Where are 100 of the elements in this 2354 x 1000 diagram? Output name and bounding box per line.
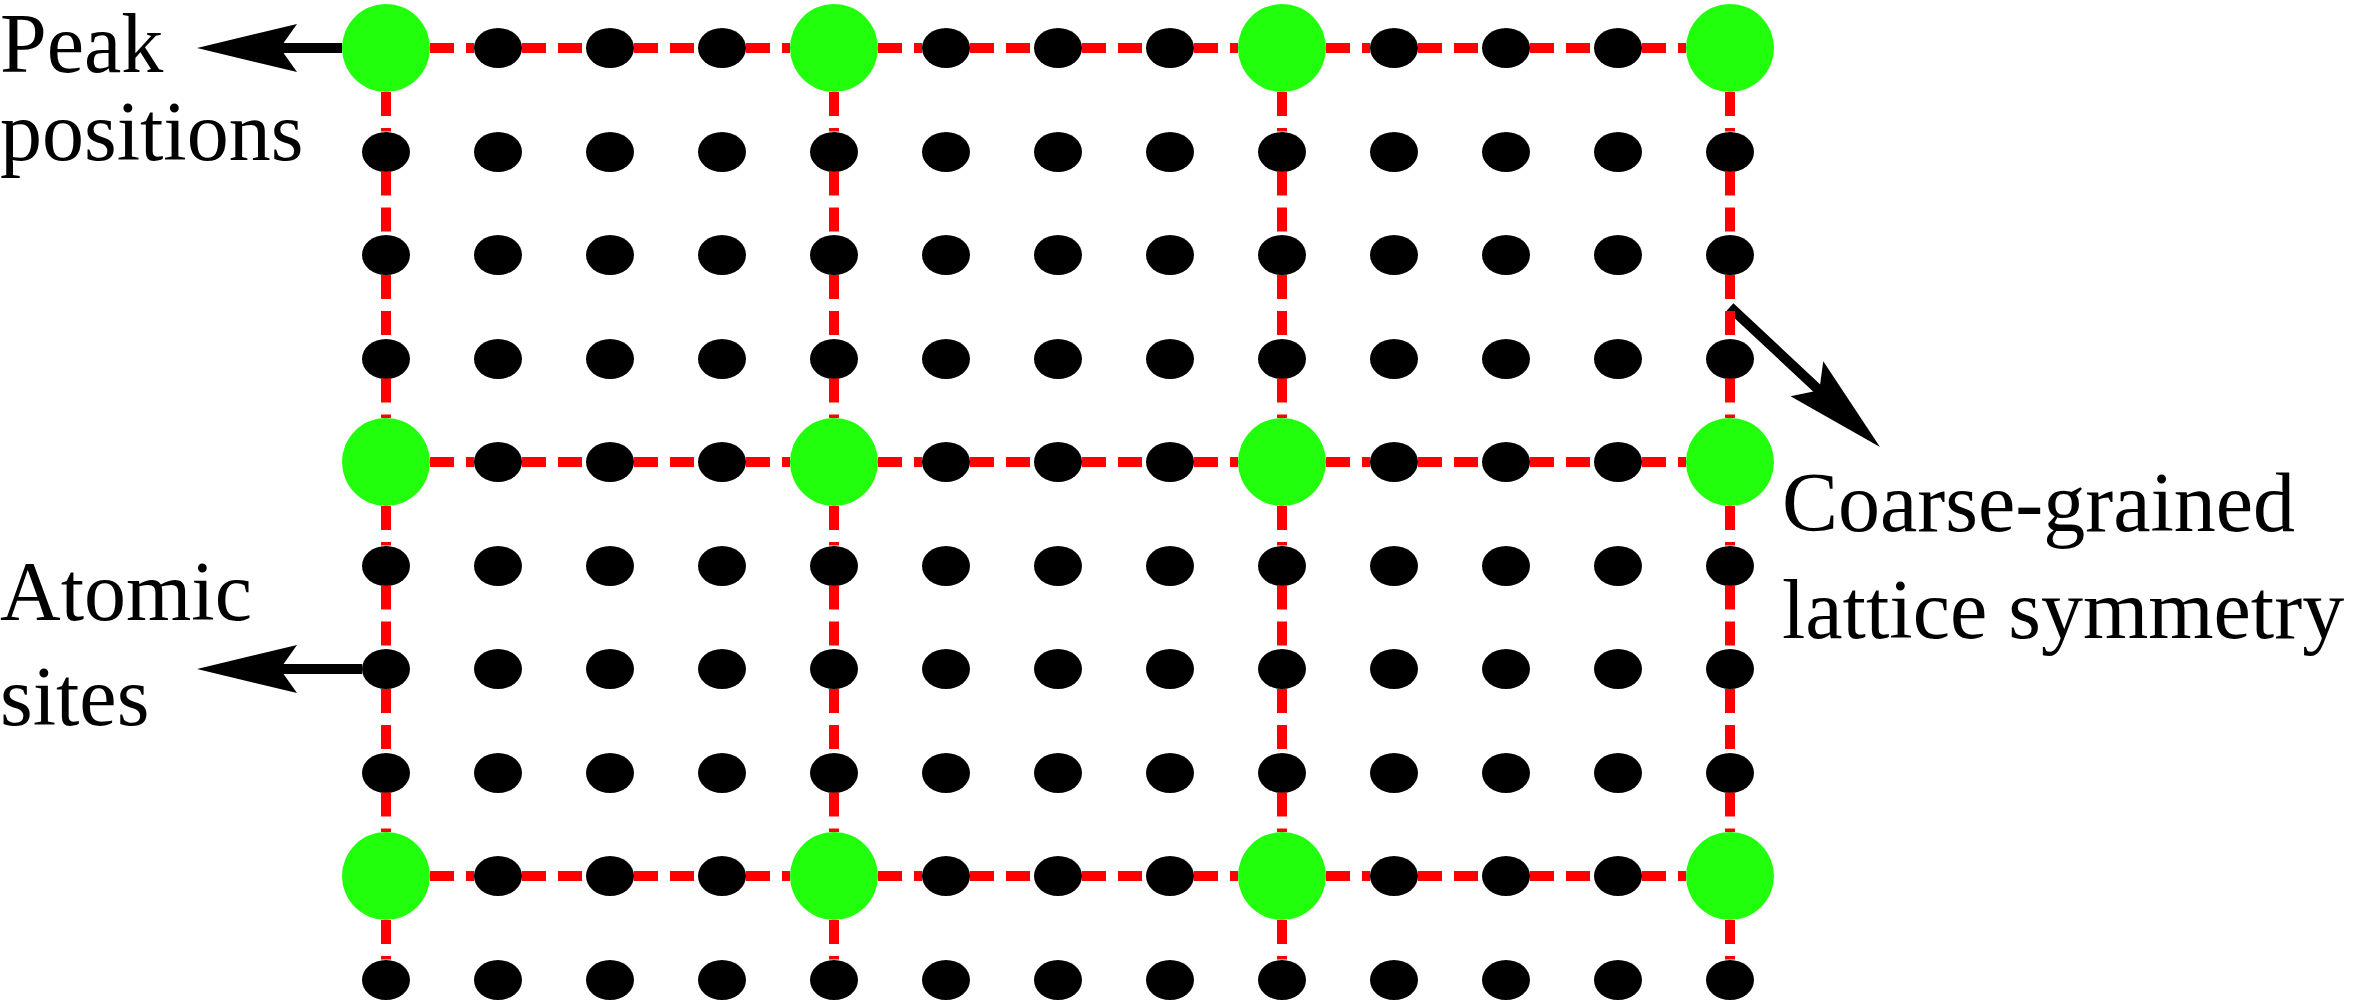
dashed-line: [1326, 871, 1370, 881]
dashed-line: [1725, 378, 1735, 418]
atom-dot: [1258, 752, 1306, 793]
annotation-label: Peak positions: [0, 0, 304, 176]
atom-dot: [1034, 545, 1082, 586]
atom-dot: [1482, 959, 1530, 1000]
atom-dot: [922, 545, 970, 586]
atom-dot: [474, 338, 522, 379]
atom-dot: [1034, 338, 1082, 379]
dashed-line: [1277, 585, 1287, 649]
atom-dot: [698, 28, 746, 68]
atom-dot: [1370, 338, 1418, 379]
atom-dot: [1034, 959, 1082, 1000]
atom-dot: [810, 752, 858, 793]
atom-dot: [1146, 338, 1194, 379]
atom-dot: [922, 235, 970, 275]
atom-dot: [1706, 959, 1754, 1000]
dashed-line: [1277, 92, 1287, 132]
atom-dot: [1258, 338, 1306, 379]
dashed-line: [1725, 792, 1735, 832]
atom-dot: [586, 959, 634, 1000]
atom-dot: [1034, 442, 1082, 482]
atom-dot: [1594, 235, 1642, 275]
atom-dot: [698, 752, 746, 793]
atom-dot: [1482, 545, 1530, 586]
atom-dot: [474, 28, 522, 68]
atom-dot: [1034, 649, 1082, 689]
dashed-line: [746, 457, 790, 467]
atom-dot: [810, 959, 858, 1000]
dashed-line: [746, 871, 790, 881]
atom-dot: [1146, 856, 1194, 896]
atom-dot: [1706, 338, 1754, 379]
atom-dot: [1594, 856, 1642, 896]
atom-dot: [474, 856, 522, 896]
dashed-line: [381, 792, 391, 832]
atom-dot: [1706, 131, 1754, 172]
atom-dot: [1482, 649, 1530, 689]
atom-dot: [1370, 959, 1418, 1000]
atom-dot: [362, 752, 410, 793]
atom-dot: [1482, 752, 1530, 793]
dashed-line: [1725, 171, 1735, 235]
atom-dot: [810, 338, 858, 379]
atom-dot: [1594, 649, 1642, 689]
atom-dot: [586, 442, 634, 482]
atom-dot: [586, 338, 634, 379]
atom-dot: [1146, 545, 1194, 586]
atom-dot: [474, 235, 522, 275]
atom-dot: [1482, 28, 1530, 68]
atom-dot: [1370, 131, 1418, 172]
dashed-line: [1194, 457, 1238, 467]
atom-dot: [698, 545, 746, 586]
dashed-line: [381, 92, 391, 132]
atom-dot: [810, 649, 858, 689]
dashed-line: [746, 43, 790, 53]
atom-dot: [1034, 752, 1082, 793]
atom-dot: [698, 131, 746, 172]
dashed-line: [1642, 871, 1686, 881]
atom-dot: [586, 752, 634, 793]
atom-dot: [1706, 545, 1754, 586]
atom-dot: [1482, 442, 1530, 482]
atom-dot: [1146, 442, 1194, 482]
atom-dot: [474, 649, 522, 689]
annotation-label: Atomic sites: [0, 539, 252, 749]
dashed-line: [878, 871, 922, 881]
atom-dot: [1258, 131, 1306, 172]
arrow: [197, 645, 362, 693]
atom-dot: [922, 856, 970, 896]
atom-dot: [1706, 235, 1754, 275]
atom-dot: [474, 545, 522, 586]
atom-dot: [1146, 235, 1194, 275]
dashed-line: [1277, 792, 1287, 832]
dashed-line: [1194, 43, 1238, 53]
atom-dot: [1146, 649, 1194, 689]
atom-dot: [362, 649, 410, 689]
atom-dot: [586, 131, 634, 172]
atom-dot: [362, 545, 410, 586]
atom-dot: [1706, 752, 1754, 793]
atom-dot: [1594, 442, 1642, 482]
atom-dot: [362, 235, 410, 275]
atom-dot: [586, 235, 634, 275]
dashed-line: [381, 378, 391, 418]
atom-dot: [1258, 235, 1306, 275]
dashed-line: [829, 92, 839, 132]
dashed-line: [1642, 457, 1686, 467]
atom-dot: [1482, 856, 1530, 896]
atom-dot: [1370, 752, 1418, 793]
atom-dot: [1370, 856, 1418, 896]
atom-dot: [922, 338, 970, 379]
atom-dot: [1370, 235, 1418, 275]
atom-dot: [698, 235, 746, 275]
dashed-line: [1725, 585, 1735, 649]
atom-dot: [1034, 131, 1082, 172]
dashed-line: [1326, 43, 1370, 53]
dashed-line: [829, 585, 839, 649]
dashed-line: [1277, 506, 1287, 546]
atom-dot: [698, 442, 746, 482]
atom-dot: [810, 131, 858, 172]
atom-dot: [1594, 28, 1642, 68]
arrow: [197, 24, 342, 72]
atom-dot: [1482, 235, 1530, 275]
